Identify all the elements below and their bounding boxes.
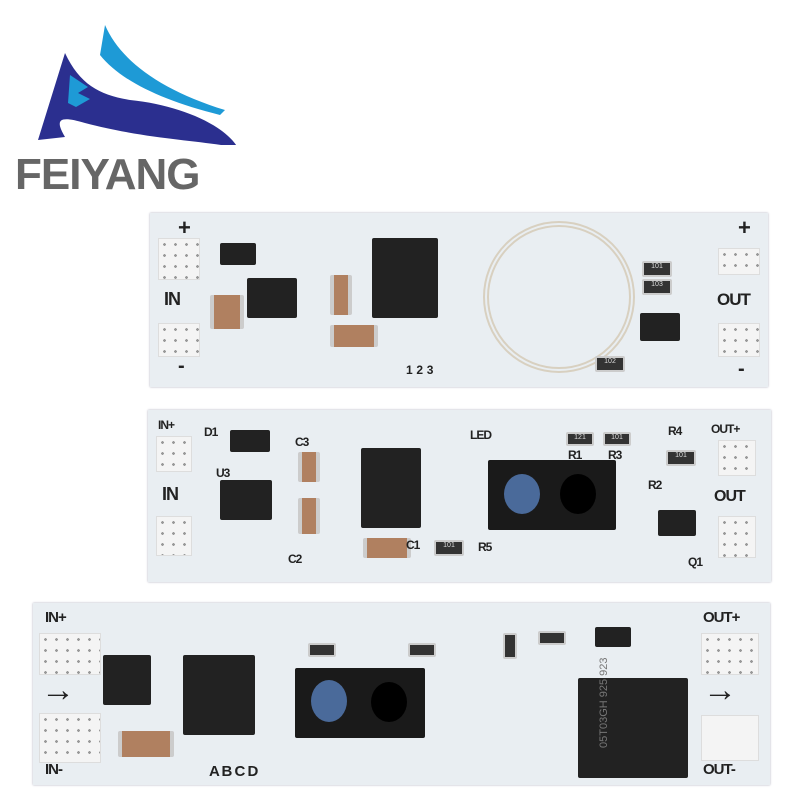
pad-d: D bbox=[247, 763, 258, 780]
capacitor bbox=[118, 731, 174, 757]
regulator-chip bbox=[103, 655, 151, 705]
label-in: IN bbox=[164, 289, 181, 309]
label-d1: D1 bbox=[204, 425, 218, 439]
soic-chip bbox=[361, 448, 421, 528]
input-pad bbox=[156, 436, 192, 472]
label-u3: U3 bbox=[216, 466, 230, 480]
output-pad bbox=[701, 715, 759, 761]
ir-sensor bbox=[488, 460, 616, 530]
input-pad bbox=[158, 323, 200, 357]
ir-emitter-lens bbox=[504, 474, 540, 514]
ir-receiver-lens bbox=[371, 682, 407, 722]
capacitor bbox=[330, 325, 378, 347]
label-in-plus: IN+ bbox=[45, 609, 67, 626]
label-c2: C2 bbox=[288, 552, 302, 566]
pad-1: 1 bbox=[406, 363, 413, 377]
ir-emitter-lens bbox=[311, 680, 347, 722]
output-pad bbox=[718, 516, 756, 558]
label-r3: R3 bbox=[608, 448, 622, 462]
ir-sensor bbox=[295, 668, 425, 738]
output-pad bbox=[718, 248, 760, 275]
input-pad bbox=[158, 238, 200, 280]
pad-2: 2 bbox=[416, 363, 423, 377]
arrow-right-icon: → bbox=[41, 671, 75, 709]
resistor bbox=[538, 631, 566, 645]
capacitor bbox=[298, 498, 320, 534]
pad-3: 3 bbox=[426, 363, 434, 377]
input-pad bbox=[39, 633, 101, 675]
capacitor bbox=[298, 452, 320, 482]
diode bbox=[220, 243, 256, 265]
resistor bbox=[503, 633, 517, 659]
label-out-minus: OUT- bbox=[703, 761, 736, 778]
soic-chip bbox=[183, 655, 255, 735]
logo-text: FEIYANG bbox=[15, 150, 201, 199]
label-c3: C3 bbox=[295, 435, 309, 449]
feiyang-logo: FEIYANG bbox=[10, 15, 250, 200]
arrow-right-icon: → bbox=[703, 671, 737, 709]
label-in-plus: IN+ bbox=[158, 418, 175, 432]
label-minus-left: - bbox=[178, 355, 185, 377]
label-plus-left: + bbox=[178, 215, 191, 240]
input-pad bbox=[39, 713, 101, 763]
resistor bbox=[408, 643, 436, 657]
label-out: OUT bbox=[717, 290, 751, 309]
capacitor bbox=[363, 538, 411, 558]
pcb-board-2: IN+ IN D1 U3 C3 C2 C1 101 R5 LED 121 101… bbox=[148, 410, 771, 582]
resistor: 101 bbox=[603, 432, 631, 446]
label-q1: Q1 bbox=[688, 555, 703, 569]
resistor: 101 bbox=[666, 450, 696, 466]
ir-receiver-lens bbox=[560, 474, 596, 514]
regulator-chip bbox=[220, 480, 272, 520]
label-in-minus: IN- bbox=[45, 761, 63, 778]
touch-coil bbox=[483, 221, 635, 373]
pad-b: B bbox=[221, 763, 232, 780]
label-led: LED bbox=[470, 428, 492, 442]
label-r4: R4 bbox=[668, 424, 682, 438]
resistor: 101 bbox=[642, 261, 672, 277]
output-pad bbox=[718, 440, 756, 476]
resistor: 101 bbox=[434, 540, 464, 556]
regulator-chip bbox=[247, 278, 297, 318]
label-r5: R5 bbox=[478, 540, 492, 554]
label-out-plus: OUT+ bbox=[703, 609, 740, 626]
label-c1: C1 bbox=[406, 538, 420, 552]
chip-marking: 05T03GH 925 923 bbox=[598, 657, 610, 748]
label-r1: R1 bbox=[568, 448, 582, 462]
diode bbox=[230, 430, 270, 452]
label-r2: R2 bbox=[648, 478, 662, 492]
capacitor bbox=[330, 275, 352, 315]
resistor: 102 bbox=[595, 356, 625, 372]
input-pad bbox=[156, 516, 192, 556]
resistor bbox=[308, 643, 336, 657]
diode bbox=[595, 627, 631, 647]
label-out: OUT bbox=[714, 488, 746, 505]
output-pad bbox=[718, 323, 760, 357]
pad-labels: A B C D bbox=[209, 763, 258, 780]
logo-wave-icon bbox=[38, 25, 238, 148]
pcb-board-1: + IN - 1 2 3 101 103 102 + OUT - bbox=[150, 213, 768, 387]
label-out-plus: OUT+ bbox=[711, 422, 740, 436]
mosfet-chip: 05T03GH 925 923 bbox=[578, 657, 688, 778]
label-plus-right: + bbox=[738, 215, 751, 240]
label-minus-right: - bbox=[738, 358, 745, 380]
pad-c: C bbox=[234, 763, 245, 780]
transistor bbox=[658, 510, 696, 536]
resistor: 121 bbox=[566, 432, 594, 446]
pad-a: A bbox=[209, 763, 219, 780]
capacitor bbox=[210, 295, 244, 329]
label-in: IN bbox=[162, 484, 179, 504]
pcb-board-3: IN+ → IN- A B C D 05T03GH 925 923 OUT+ →… bbox=[33, 603, 770, 785]
output-pad bbox=[701, 633, 759, 675]
soic-chip bbox=[372, 238, 438, 318]
resistor: 103 bbox=[642, 279, 672, 295]
pad-labels: 1 2 3 bbox=[406, 363, 434, 377]
transistor bbox=[640, 313, 680, 341]
